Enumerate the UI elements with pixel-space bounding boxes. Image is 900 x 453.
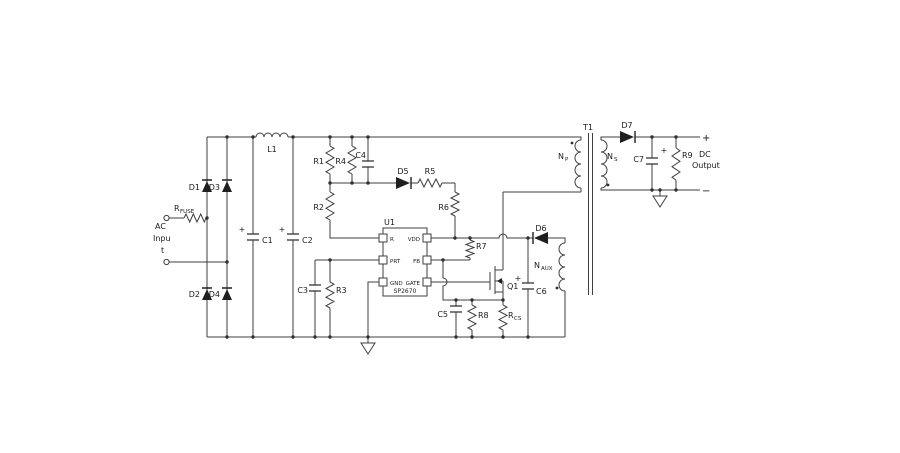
label-naux-sub: AUX <box>541 266 553 272</box>
winding-phase-dots <box>555 141 610 290</box>
inductor-l1-winding <box>255 132 289 138</box>
label-d3: D3 <box>209 183 220 192</box>
label-ac-2: Inpu <box>153 234 171 243</box>
ic-pin-left-3 <box>378 277 388 287</box>
ic-pin-right-2 <box>422 255 432 265</box>
capacitor-plates <box>247 157 658 313</box>
ac-terminal-top <box>163 214 170 222</box>
pin-label-gnd: GND <box>390 281 403 287</box>
label-c3: C3 <box>297 286 308 295</box>
label-c6-plus: + <box>515 274 522 283</box>
label-c1-plus: + <box>239 225 246 234</box>
label-l1: L1 <box>267 145 277 154</box>
label-c4: C4 <box>355 151 366 160</box>
label-c2: C2 <box>302 236 313 245</box>
label-d1: D1 <box>189 183 200 192</box>
label-np-sub: P <box>565 157 569 163</box>
label-r7: R7 <box>476 242 487 251</box>
label-output-plus: + <box>702 133 710 144</box>
label-rcs: R <box>508 311 514 320</box>
ground-symbol-primary <box>360 342 376 355</box>
diode-cathode-bars <box>202 131 636 289</box>
pin-label-gate: GATE <box>406 281 421 287</box>
label-u1: U1 <box>384 218 395 227</box>
label-output-dc: DC <box>699 150 711 159</box>
ic-pin-left-1 <box>378 233 388 243</box>
ic-part-number: SP2670 <box>394 288 417 295</box>
label-d5: D5 <box>397 167 408 176</box>
label-c7-plus: + <box>661 146 668 155</box>
label-c5: C5 <box>437 310 448 319</box>
label-ns-sub: S <box>614 157 618 163</box>
pin-label-fb: FB <box>413 259 420 265</box>
label-output-minus: − <box>702 186 710 197</box>
label-r5: R5 <box>425 167 436 176</box>
transformer-aux-winding <box>558 242 566 292</box>
label-d6: D6 <box>535 224 546 233</box>
label-output-word: Output <box>692 161 720 170</box>
label-rcs-sub: CS <box>514 316 522 322</box>
label-r9: R9 <box>682 151 693 160</box>
transformer-primary-winding <box>574 139 582 189</box>
component-labels: AC Inpu t R FUSE D1 D3 D2 D4 + C1 + C2 L… <box>153 121 720 322</box>
label-c6: C6 <box>536 287 547 296</box>
label-r8: R8 <box>478 311 489 320</box>
label-r6: R6 <box>438 203 449 212</box>
resistor-zigzags <box>183 145 681 331</box>
label-r4: R4 <box>335 157 346 166</box>
wire-segments <box>169 133 700 343</box>
label-r2: R2 <box>313 203 324 212</box>
label-c7: C7 <box>633 155 644 164</box>
label-ac-3: t <box>161 246 164 255</box>
label-d7: D7 <box>621 121 632 130</box>
transformer-secondary-winding <box>600 139 608 189</box>
ground-symbol-secondary <box>652 195 668 208</box>
label-d2: D2 <box>189 290 200 299</box>
label-d4: D4 <box>209 290 220 299</box>
label-r3: R3 <box>336 286 347 295</box>
label-r1: R1 <box>313 157 324 166</box>
ic-pin-right-1 <box>422 233 432 243</box>
wires <box>169 133 700 343</box>
label-rfuse: R <box>174 204 180 213</box>
label-c1: C1 <box>262 236 273 245</box>
label-q1: Q1 <box>507 282 518 291</box>
ic-pin-right-3 <box>422 277 432 287</box>
ic-u1: R PRT GND VDD FB GATE SP2670 <box>378 227 432 297</box>
mosfet-q1 <box>489 266 496 294</box>
pin-label-vdd: VDD <box>408 237 420 243</box>
label-c2-plus: + <box>279 225 286 234</box>
label-t1: T1 <box>582 123 593 132</box>
ac-terminal-bottom <box>163 258 170 266</box>
pin-label-r: R <box>390 237 394 243</box>
label-ns: N <box>607 152 613 161</box>
pin-label-prt: PRT <box>390 259 401 265</box>
label-rfuse-sub: FUSE <box>180 209 195 215</box>
label-np: N <box>558 152 564 161</box>
label-naux: N <box>534 261 540 270</box>
ic-pin-left-2 <box>378 255 388 265</box>
junction-dots <box>205 135 678 339</box>
label-ac-1: AC <box>155 222 166 231</box>
